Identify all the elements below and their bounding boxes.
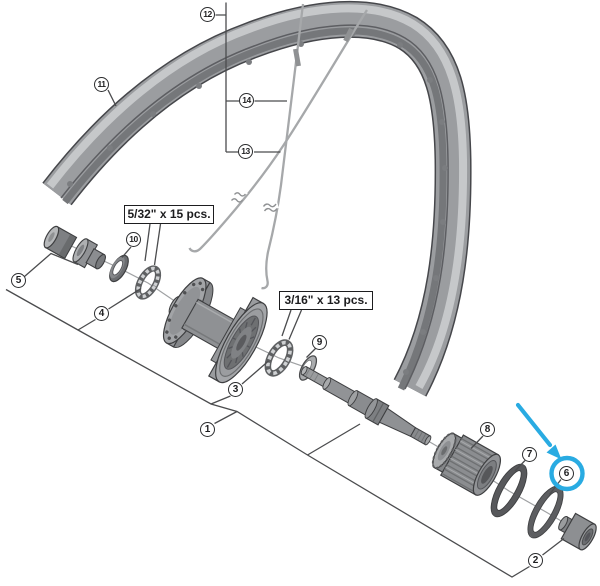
bearing-qty-label-large: 3/16" x 13 pcs.: [279, 291, 373, 310]
leader-axle: [307, 423, 361, 456]
leader-7: [514, 460, 526, 472]
leader-lines: [5, 2, 565, 578]
spoke-nipple-short: [343, 27, 354, 43]
hub-spline-ticks: [226, 317, 257, 368]
leader-5: [24, 252, 79, 277]
callout-7: 7: [522, 447, 537, 462]
spoke-long: [261, 3, 305, 290]
axle: [300, 366, 432, 446]
spokes: [188, 3, 368, 290]
leader-3: [210, 360, 269, 405]
callout-3: 3: [228, 382, 243, 397]
ball-retainer-right: [264, 339, 294, 377]
callout-9: 9: [312, 335, 327, 350]
freehub-body: [431, 432, 502, 496]
leader-9: [306, 348, 316, 358]
spoke-short: [188, 9, 368, 253]
assembly-axis-line: [51, 236, 586, 536]
left-cone: [72, 238, 106, 270]
highlight-circle: [549, 455, 585, 492]
leader-12: [215, 2, 227, 152]
highlight-annotation: [515, 402, 585, 492]
leader-8: [470, 435, 484, 449]
leader-1: [214, 410, 238, 425]
leader-label-small: [144, 223, 162, 266]
callout-14: 14: [239, 93, 254, 108]
leader-11: [107, 89, 117, 107]
leader-10: [121, 246, 132, 258]
callout-5: 5: [11, 273, 26, 288]
left-end-cap: [43, 225, 78, 260]
o-ring-7: [490, 463, 528, 518]
spoke-nipple-long: [293, 48, 301, 67]
ball-retainer-left: [134, 265, 162, 300]
callout-10: 10: [126, 232, 141, 247]
callout-13: 13: [238, 144, 253, 159]
leader-6: [548, 479, 562, 495]
right-end-cap: [558, 512, 597, 551]
callout-1: 1: [200, 422, 215, 437]
spoke-break-marks: [230, 188, 279, 212]
callout-4: 4: [94, 306, 109, 321]
callout-2: 2: [528, 553, 543, 568]
leader-4: [77, 287, 142, 331]
highlight-arrow-head: [546, 444, 562, 460]
callout-8: 8: [480, 422, 495, 437]
wheel-rim: [42, 0, 472, 397]
o-ring-6: [527, 485, 564, 539]
hub-body: [162, 277, 268, 384]
bearing-qty-label-small: 5/32" x 15 pcs.: [124, 205, 214, 224]
callout-6: 6: [559, 465, 574, 481]
callout-11: 11: [94, 77, 109, 92]
callout-12: 12: [200, 7, 215, 22]
highlight-arrow-shaft: [515, 402, 553, 448]
leader-label-large: [281, 309, 303, 340]
seal-ring-10: [109, 254, 129, 283]
